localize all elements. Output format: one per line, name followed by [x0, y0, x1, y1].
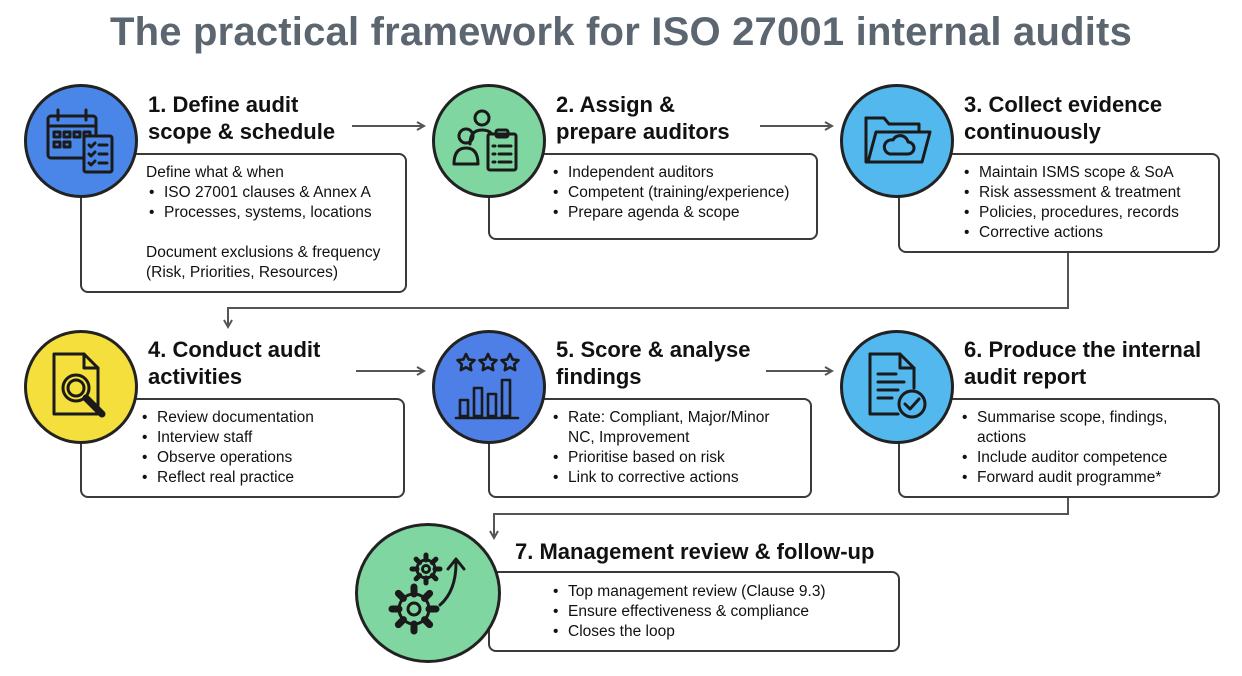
- step-5-body: Rate: Compliant, Major/Minor NC, Improve…: [550, 408, 808, 488]
- step-4-body: Review documentation Interview staff Obs…: [139, 408, 401, 488]
- step-5-icon-circle: [432, 330, 546, 444]
- step-4-list: Review documentation Interview staff Obs…: [139, 408, 401, 488]
- step-7-item: Top management review (Clause 9.3): [550, 582, 896, 602]
- step-7-item: Closes the loop: [550, 622, 896, 642]
- step-3-heading-line-2: continuously: [964, 119, 1101, 144]
- step-2-icon-circle: [432, 84, 546, 198]
- step-3-heading: 3. Collect evidence continuously: [964, 91, 1162, 145]
- step-4-icon-circle: [24, 330, 138, 444]
- step-6-item: Forward audit programme*: [959, 468, 1217, 488]
- step-5-list: Rate: Compliant, Major/Minor NC, Improve…: [550, 408, 808, 488]
- step-6-heading: 6. Produce the internal audit report: [964, 336, 1201, 390]
- step-3-item: Corrective actions: [961, 223, 1217, 243]
- step-1-item: ISO 27001 clauses & Annex A: [146, 183, 404, 203]
- step-1-heading-line-2: scope & schedule: [148, 119, 336, 144]
- step-3-item: Maintain ISMS scope & SoA: [961, 163, 1217, 183]
- cloud-folder-icon: [864, 116, 932, 164]
- step-1-note-line-2: (Risk, Priorities, Resources): [146, 264, 339, 281]
- step-2-heading: 2. Assign & prepare auditors: [556, 91, 730, 145]
- step-4-heading: 4. Conduct audit activities: [148, 336, 320, 390]
- arrow-step6-to-step7: [494, 498, 1069, 538]
- document-magnifier-icon: [52, 352, 106, 418]
- step-6-list: Summarise scope, findings, actions Inclu…: [959, 408, 1217, 488]
- step-4-heading-line-2: activities: [148, 364, 243, 389]
- step-6-heading-line-1: 6. Produce the internal: [964, 337, 1202, 362]
- step-6-item: Include auditor competence: [959, 448, 1217, 468]
- step-4-item: Review documentation: [139, 408, 401, 428]
- step-1-icon-circle: [24, 84, 138, 198]
- step-1-box: [80, 153, 407, 293]
- step-5-heading-line-2: findings: [556, 364, 642, 389]
- step-2-heading-line-2: prepare auditors: [556, 119, 730, 144]
- step-1-item: Processes, systems, locations: [146, 203, 404, 223]
- step-6-item-continuation: actions: [977, 429, 1027, 446]
- step-3-list: Maintain ISMS scope & SoA Risk assessmen…: [961, 163, 1217, 243]
- step-1-heading: 1. Define audit scope & schedule: [148, 91, 335, 145]
- step-7-heading: 7. Management review & follow-up: [515, 538, 874, 565]
- step-3-body: Maintain ISMS scope & SoA Risk assessmen…: [961, 163, 1217, 243]
- step-3-icon-circle: [840, 84, 954, 198]
- stars-bar-chart-icon: [454, 352, 520, 420]
- step-4-heading-line-1: 4. Conduct audit: [148, 337, 321, 362]
- step-2-heading-line-1: 2. Assign &: [556, 92, 675, 117]
- step-6-body: Summarise scope, findings, actions Inclu…: [959, 408, 1217, 488]
- step-7-body: Top management review (Clause 9.3) Ensur…: [550, 582, 896, 642]
- step-6-heading-line-2: audit report: [964, 364, 1087, 389]
- step-1-note-line-1: Document exclusions & frequency: [146, 244, 381, 261]
- step-4-item: Observe operations: [139, 448, 401, 468]
- step-3-heading-line-1: 3. Collect evidence: [964, 92, 1163, 117]
- step-7-heading-line-1: 7. Management review & follow-up: [515, 539, 875, 564]
- step-6-item: Summarise scope, findings,: [959, 408, 1217, 428]
- calendar-checklist-icon: [46, 108, 114, 174]
- step-7-list: Top management review (Clause 9.3) Ensur…: [550, 582, 896, 642]
- step-5-heading-line-1: 5. Score & analyse: [556, 337, 751, 362]
- step-1-heading-line-1: 1. Define audit: [148, 92, 299, 117]
- step-5-item: Prioritise based on risk: [550, 448, 808, 468]
- step-1-intro: Define what & when: [146, 164, 284, 181]
- step-5-item-continuation: NC, Improvement: [568, 429, 690, 446]
- step-1-list: ISO 27001 clauses & Annex A Processes, s…: [146, 183, 404, 223]
- step-6-icon-circle: [840, 330, 954, 444]
- step-3-item: Policies, procedures, records: [961, 203, 1217, 223]
- step-7-icon-circle: [355, 523, 501, 663]
- step-2-item: Independent auditors: [550, 163, 816, 183]
- step-2-item: Competent (training/experience): [550, 183, 816, 203]
- step-4-item: Interview staff: [139, 428, 401, 448]
- step-5-item: Rate: Compliant, Major/Minor: [550, 408, 808, 428]
- step-5-heading: 5. Score & analyse findings: [556, 336, 750, 390]
- step-2-list: Independent auditors Competent (training…: [550, 163, 816, 223]
- report-check-icon: [868, 352, 927, 419]
- auditor-clipboard-icon: [452, 109, 518, 172]
- step-4-item: Reflect real practice: [139, 468, 401, 488]
- step-3-item: Risk assessment & treatment: [961, 183, 1217, 203]
- step-2-item: Prepare agenda & scope: [550, 203, 816, 223]
- step-7-item: Ensure effectiveness & compliance: [550, 602, 896, 622]
- gears-arrow-icon: [388, 552, 466, 635]
- step-1-body: Define what & when ISO 27001 clauses & A…: [146, 163, 404, 283]
- arrow-step3-to-step4: [228, 253, 1069, 327]
- step-5-item: Link to corrective actions: [550, 468, 808, 488]
- page-title: The practical framework for ISO 27001 in…: [109, 10, 1133, 54]
- step-2-body: Independent auditors Competent (training…: [550, 163, 816, 223]
